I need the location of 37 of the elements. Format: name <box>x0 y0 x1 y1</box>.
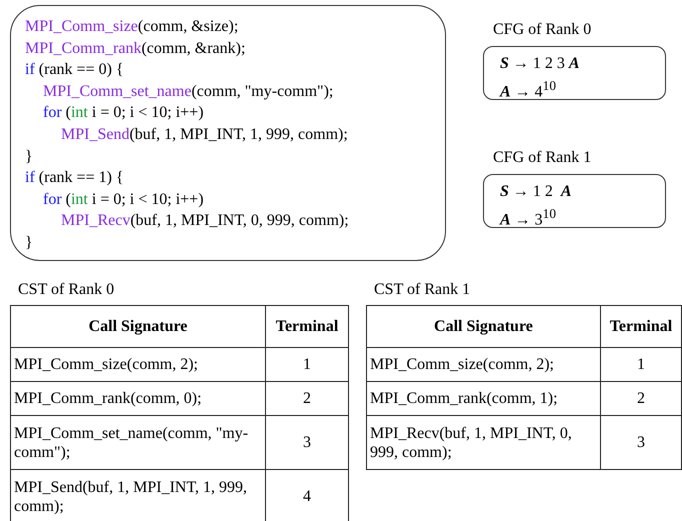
cfg-heading: CFG of Rank 0 <box>493 20 592 40</box>
table-cell: 2 <box>266 382 348 416</box>
code-line: } <box>25 146 33 167</box>
table-cell: MPI_Comm_rank(comm, 1); <box>366 382 600 416</box>
code-box <box>10 5 446 261</box>
table-cell: MPI_Send(buf, 1, MPI_INT, 1, 999, comm); <box>10 470 266 521</box>
code-line: MPI_Comm_size(comm, &size); <box>25 17 238 37</box>
code-line: for (int i = 0; i < 10; i++) <box>42 103 204 124</box>
code-line: if (rank == 1) { <box>25 168 124 188</box>
table-cell: 2 <box>600 382 682 416</box>
code-line: MPI_Comm_rank(comm, &rank); <box>25 38 246 59</box>
table-cell: MPI_Comm_rank(comm, 0); <box>10 382 266 416</box>
table-cell: MPI_Comm_size(comm, 2); <box>10 348 266 382</box>
code-line: if (rank == 0) { <box>25 60 124 80</box>
code-line: } <box>25 232 33 253</box>
code-line: MPI_Send(buf, 1, MPI_INT, 1, 999, comm); <box>60 124 348 145</box>
table-cell: 3 <box>600 416 682 470</box>
table-cell: MPI_Comm_set_name(comm, "my-comm"); <box>10 416 266 470</box>
grammar-rule: S → 1 2 A <box>500 182 572 202</box>
header-cell: Terminal <box>600 306 682 348</box>
cfg-heading: CFG of Rank 1 <box>493 148 592 168</box>
code-line: MPI_Comm_set_name(comm, "my-comm"); <box>42 82 334 102</box>
grammar-rule: A → 4$^{10}$ <box>500 77 556 102</box>
table-title: CST of Rank 0 <box>18 281 114 299</box>
table-cell: 1 <box>600 348 682 382</box>
header-cell: Call Signature <box>366 306 600 348</box>
table-cell: 1 <box>266 348 348 382</box>
code-line: for (int i = 0; i < 10; i++) <box>42 190 204 210</box>
table-cell: MPI_Comm_size(comm, 2); <box>366 348 600 382</box>
header-cell: Call Signature <box>10 306 266 348</box>
table-cell: MPI_Recv(buf, 1, MPI_INT, 0, 999, comm); <box>366 416 600 470</box>
code-line: MPI_Recv(buf, 1, MPI_INT, 0, 999, comm); <box>60 211 349 232</box>
grammar-rule: S → 1 2 3 A <box>500 54 580 74</box>
table-cell: 3 <box>266 416 348 470</box>
table-title: CST of Rank 1 <box>374 281 470 299</box>
header-cell: Terminal <box>266 306 348 348</box>
grammar-rule: A → 3$^{10}$ <box>500 205 556 230</box>
